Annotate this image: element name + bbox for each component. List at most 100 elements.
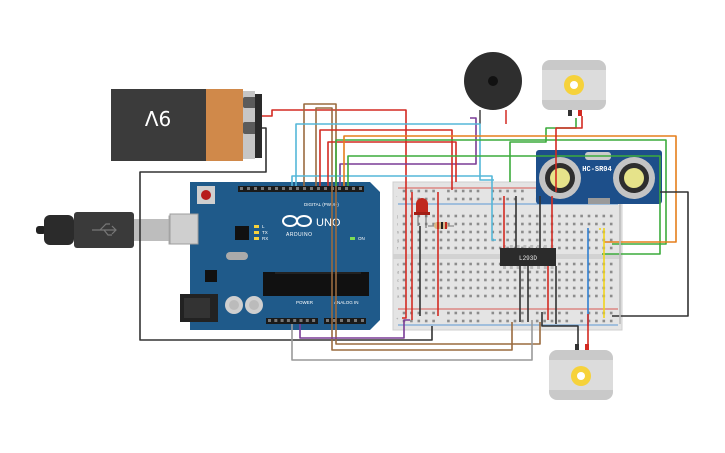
breadboard-hole[interactable] (558, 294, 561, 298)
breadboard-hole[interactable] (461, 238, 465, 242)
breadboard-hole[interactable] (484, 230, 487, 234)
rail-hole[interactable] (550, 311, 554, 315)
breadboard-hole[interactable] (454, 294, 458, 298)
breadboard-hole[interactable] (461, 214, 465, 218)
breadboard-hole[interactable] (513, 278, 517, 282)
breadboard-hole[interactable] (469, 246, 472, 250)
breadboard-hole[interactable] (447, 230, 450, 234)
breadboard-hole[interactable] (521, 230, 524, 234)
digital-pin[interactable] (268, 187, 271, 190)
breadboard-hole[interactable] (432, 286, 435, 290)
breadboard-hole[interactable] (402, 222, 406, 226)
rail-hole[interactable] (402, 311, 406, 315)
analog-pin[interactable] (354, 319, 357, 322)
breadboard-hole[interactable] (535, 230, 539, 234)
rail-hole[interactable] (535, 311, 539, 315)
breadboard-hole[interactable] (432, 230, 435, 234)
breadboard-hole[interactable] (609, 294, 613, 298)
breadboard-hole[interactable] (506, 238, 509, 242)
rail-hole[interactable] (587, 319, 591, 323)
power-pin[interactable] (293, 319, 297, 322)
breadboard-hole[interactable] (521, 238, 524, 242)
breadboard-hole[interactable] (447, 262, 450, 266)
breadboard-hole[interactable] (439, 286, 443, 290)
breadboard-hole[interactable] (609, 246, 613, 250)
breadboard-hole[interactable] (439, 278, 443, 282)
rail-hole[interactable] (454, 311, 458, 315)
rail-hole[interactable] (432, 197, 435, 201)
rail-hole[interactable] (513, 189, 517, 193)
analog-pin[interactable] (326, 319, 329, 322)
digital-pin[interactable] (345, 187, 348, 190)
rail-hole[interactable] (513, 311, 517, 315)
rail-hole[interactable] (565, 311, 569, 315)
breadboard-hole[interactable] (469, 294, 472, 298)
digital-pin[interactable] (296, 187, 299, 190)
breadboard-hole[interactable] (476, 270, 480, 274)
breadboard-hole[interactable] (454, 230, 458, 234)
motor-driver-chip[interactable]: L293D (500, 245, 556, 269)
reset-button[interactable] (201, 190, 211, 200)
breadboard-hole[interactable] (535, 270, 539, 274)
breadboard-hole[interactable] (469, 270, 472, 274)
breadboard-hole[interactable] (595, 262, 598, 266)
rail-hole[interactable] (513, 197, 517, 201)
breadboard-hole[interactable] (513, 294, 517, 298)
rail-hole[interactable] (506, 319, 509, 323)
breadboard-hole[interactable] (476, 246, 480, 250)
digital-pin[interactable] (324, 187, 327, 190)
breadboard-hole[interactable] (498, 294, 502, 298)
rail-hole[interactable] (469, 189, 472, 193)
breadboard-hole[interactable] (439, 294, 443, 298)
breadboard-hole[interactable] (572, 262, 576, 266)
rail-hole[interactable] (410, 189, 413, 193)
breadboard-hole[interactable] (469, 278, 472, 282)
power-pin[interactable] (312, 319, 316, 322)
breadboard-hole[interactable] (484, 278, 487, 282)
rail-hole[interactable] (476, 311, 480, 315)
breadboard-hole[interactable] (469, 214, 472, 218)
breadboard-hole[interactable] (476, 294, 480, 298)
breadboard-hole[interactable] (432, 222, 435, 226)
breadboard-hole[interactable] (572, 238, 576, 242)
breadboard-hole[interactable] (521, 286, 524, 290)
breadboard-hole[interactable] (402, 286, 406, 290)
breadboard-hole[interactable] (513, 214, 517, 218)
breadboard-hole[interactable] (417, 294, 421, 298)
breadboard-hole[interactable] (447, 214, 450, 218)
digital-pin[interactable] (338, 187, 341, 190)
analog-pin[interactable] (361, 319, 364, 322)
breadboard-hole[interactable] (484, 214, 487, 218)
breadboard-hole[interactable] (469, 286, 472, 290)
breadboard-hole[interactable] (528, 270, 532, 274)
rail-hole[interactable] (498, 189, 502, 193)
breadboard-hole[interactable] (424, 294, 428, 298)
rail-hole[interactable] (506, 311, 509, 315)
breadboard-hole[interactable] (528, 230, 532, 234)
breadboard-hole[interactable] (447, 278, 450, 282)
rail-hole[interactable] (587, 311, 591, 315)
breadboard-hole[interactable] (491, 270, 495, 274)
breadboard-hole[interactable] (535, 238, 539, 242)
breadboard-hole[interactable] (580, 238, 583, 242)
breadboard-hole[interactable] (476, 262, 480, 266)
breadboard-hole[interactable] (454, 214, 458, 218)
breadboard-hole[interactable] (521, 278, 524, 282)
breadboard-hole[interactable] (565, 230, 569, 234)
arduino-uno-board[interactable]: UNO ARDUINO DIGITAL (PWM~) POWER ANALOG … (169, 182, 380, 330)
breadboard-hole[interactable] (558, 222, 561, 226)
breadboard-hole[interactable] (424, 286, 428, 290)
breadboard-hole[interactable] (572, 230, 576, 234)
breadboard-hole[interactable] (461, 286, 465, 290)
breadboard-hole[interactable] (565, 214, 569, 218)
breadboard-hole[interactable] (543, 294, 546, 298)
breadboard-hole[interactable] (454, 270, 458, 274)
breadboard-hole[interactable] (595, 286, 598, 290)
rail-hole[interactable] (447, 319, 450, 323)
breadboard-hole[interactable] (454, 262, 458, 266)
breadboard-hole[interactable] (550, 286, 554, 290)
analog-pin[interactable] (333, 319, 336, 322)
rail-hole[interactable] (447, 197, 450, 201)
breadboard-hole[interactable] (595, 230, 598, 234)
dc-motor-icon[interactable] (542, 60, 606, 116)
